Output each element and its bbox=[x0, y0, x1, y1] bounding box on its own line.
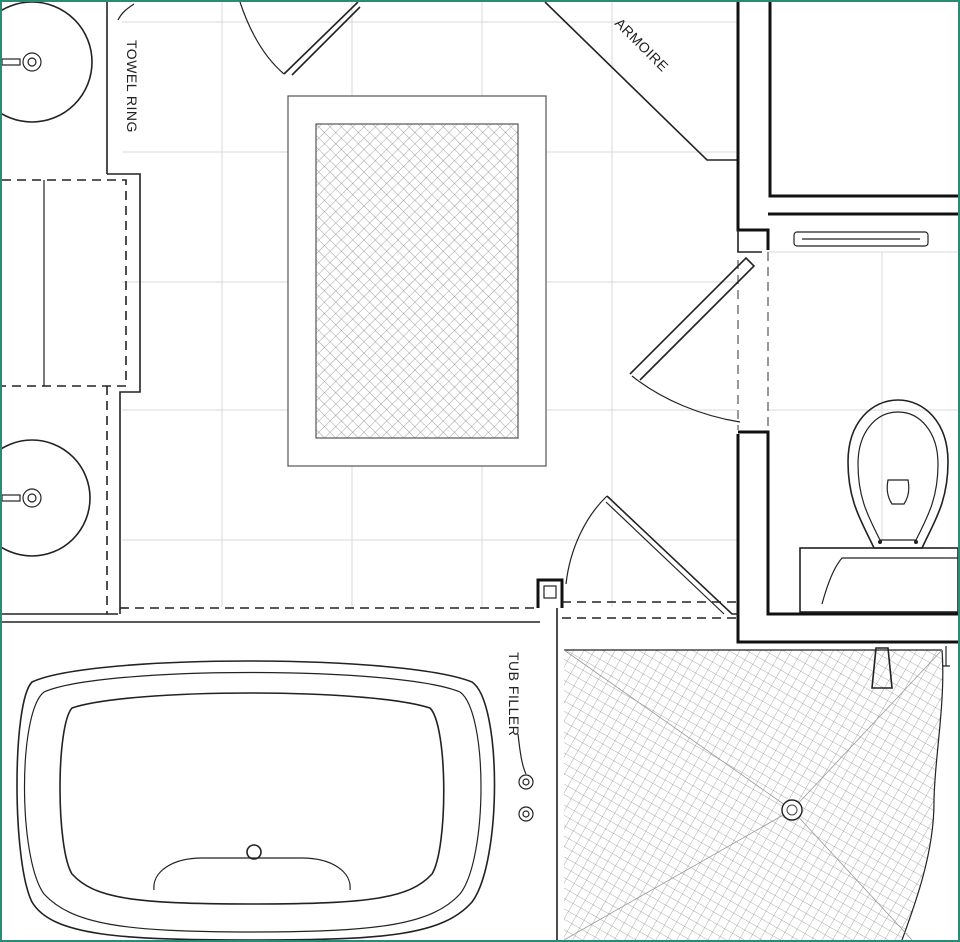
sink-lower-icon bbox=[2, 439, 91, 557]
toilet-icon bbox=[799, 399, 958, 613]
area-rug-icon bbox=[287, 95, 547, 467]
sink-upper-icon bbox=[2, 2, 93, 123]
wall-structure bbox=[736, 2, 958, 644]
bathtub-icon bbox=[16, 660, 496, 940]
tub-filler bbox=[517, 733, 534, 822]
shower-floor-icon bbox=[563, 646, 950, 940]
door-swing-wc-icon bbox=[629, 256, 756, 423]
towel-bar bbox=[793, 231, 929, 247]
door-swing-top-icon bbox=[239, 2, 361, 76]
tub-filler-label: TUB FILLER bbox=[506, 652, 522, 736]
armoire-label: ARMOIRE bbox=[612, 15, 672, 75]
towel-ring-label: TOWEL RING bbox=[124, 40, 140, 133]
door-swing-shower-icon bbox=[565, 495, 738, 615]
towel-ring-leader bbox=[117, 3, 135, 21]
armoire bbox=[544, 2, 738, 161]
vanity-counter bbox=[2, 2, 141, 615]
tub-deck bbox=[2, 578, 738, 940]
